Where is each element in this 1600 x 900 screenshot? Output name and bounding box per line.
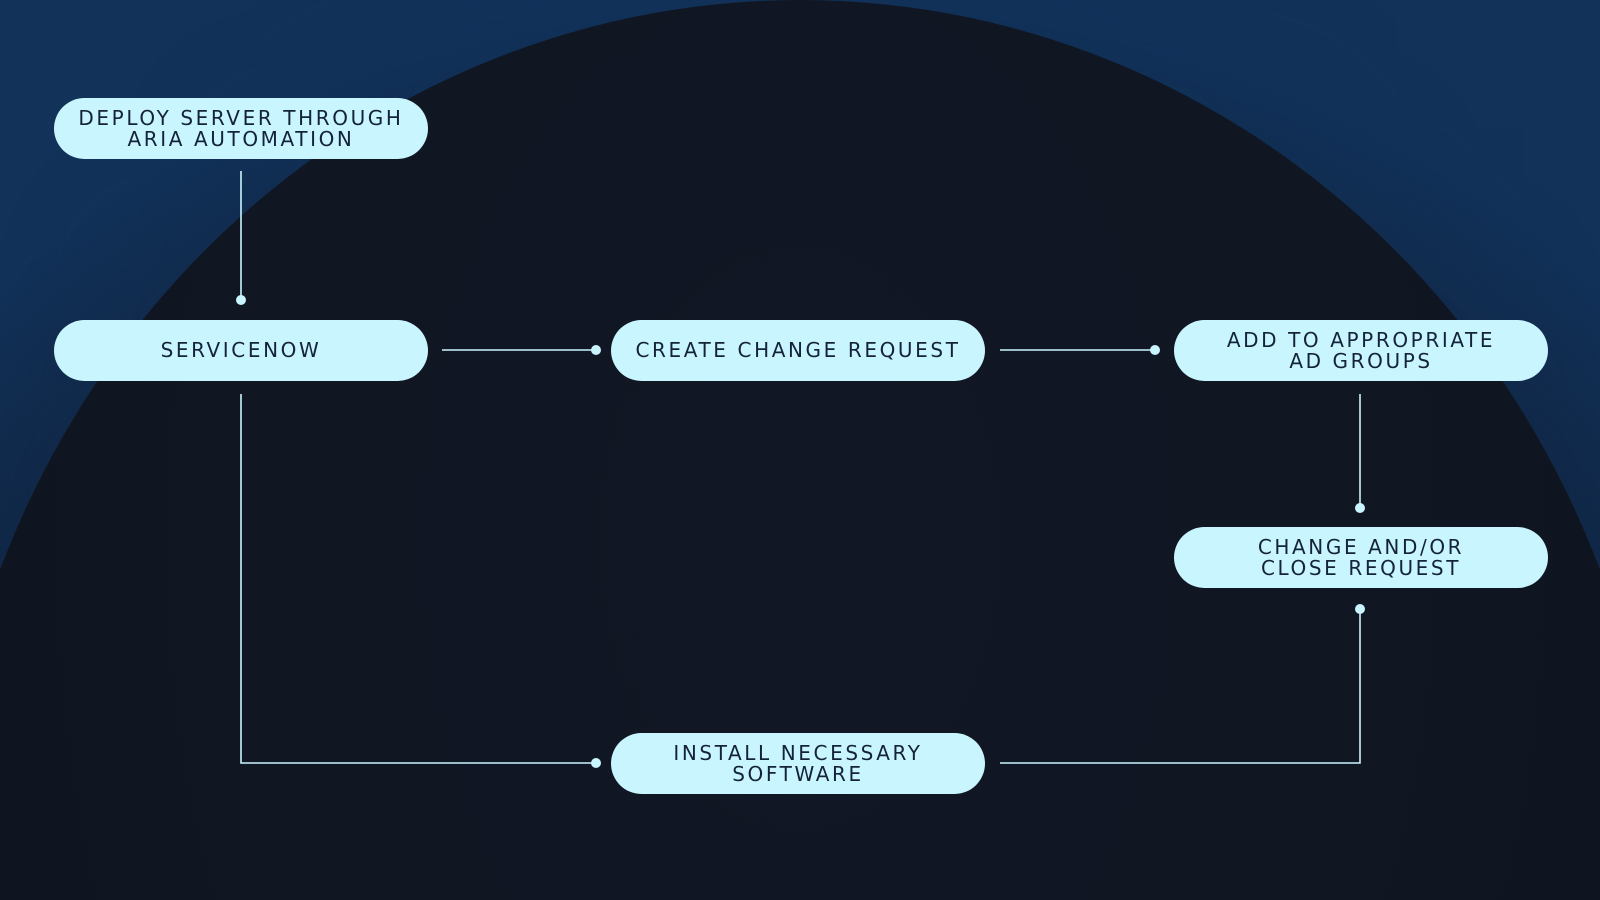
edge-endpoint-dot <box>1355 604 1365 614</box>
node-label: CHANGE AND/OR CLOSE REQUEST <box>1257 534 1465 580</box>
edge-endpoint-dot <box>591 758 601 768</box>
node-deploy-server[interactable]: DEPLOY SERVER THROUGH ARIA AUTOMATION <box>54 98 428 159</box>
edge-endpoint-dot <box>591 345 601 355</box>
node-servicenow[interactable]: SERVICENOW <box>54 320 428 381</box>
node-label: INSTALL NECESSARY SOFTWARE <box>673 740 923 786</box>
node-change-close-request[interactable]: CHANGE AND/OR CLOSE REQUEST <box>1174 527 1548 588</box>
node-label: DEPLOY SERVER THROUGH ARIA AUTOMATION <box>78 105 404 151</box>
edge-endpoint-dot <box>1150 345 1160 355</box>
node-create-change-request[interactable]: CREATE CHANGE REQUEST <box>611 320 985 381</box>
edge-install-to-close <box>1000 609 1361 764</box>
edge-servicenow-to-install <box>240 394 596 764</box>
node-add-to-ad-groups[interactable]: ADD TO APPROPRIATE AD GROUPS <box>1174 320 1548 381</box>
node-label: CREATE CHANGE REQUEST <box>635 338 961 362</box>
node-install-software[interactable]: INSTALL NECESSARY SOFTWARE <box>611 733 985 794</box>
node-label: SERVICENOW <box>160 338 322 362</box>
node-label: ADD TO APPROPRIATE AD GROUPS <box>1226 327 1496 373</box>
edge-endpoint-dot <box>1355 503 1365 513</box>
edge-endpoint-dot <box>236 295 246 305</box>
